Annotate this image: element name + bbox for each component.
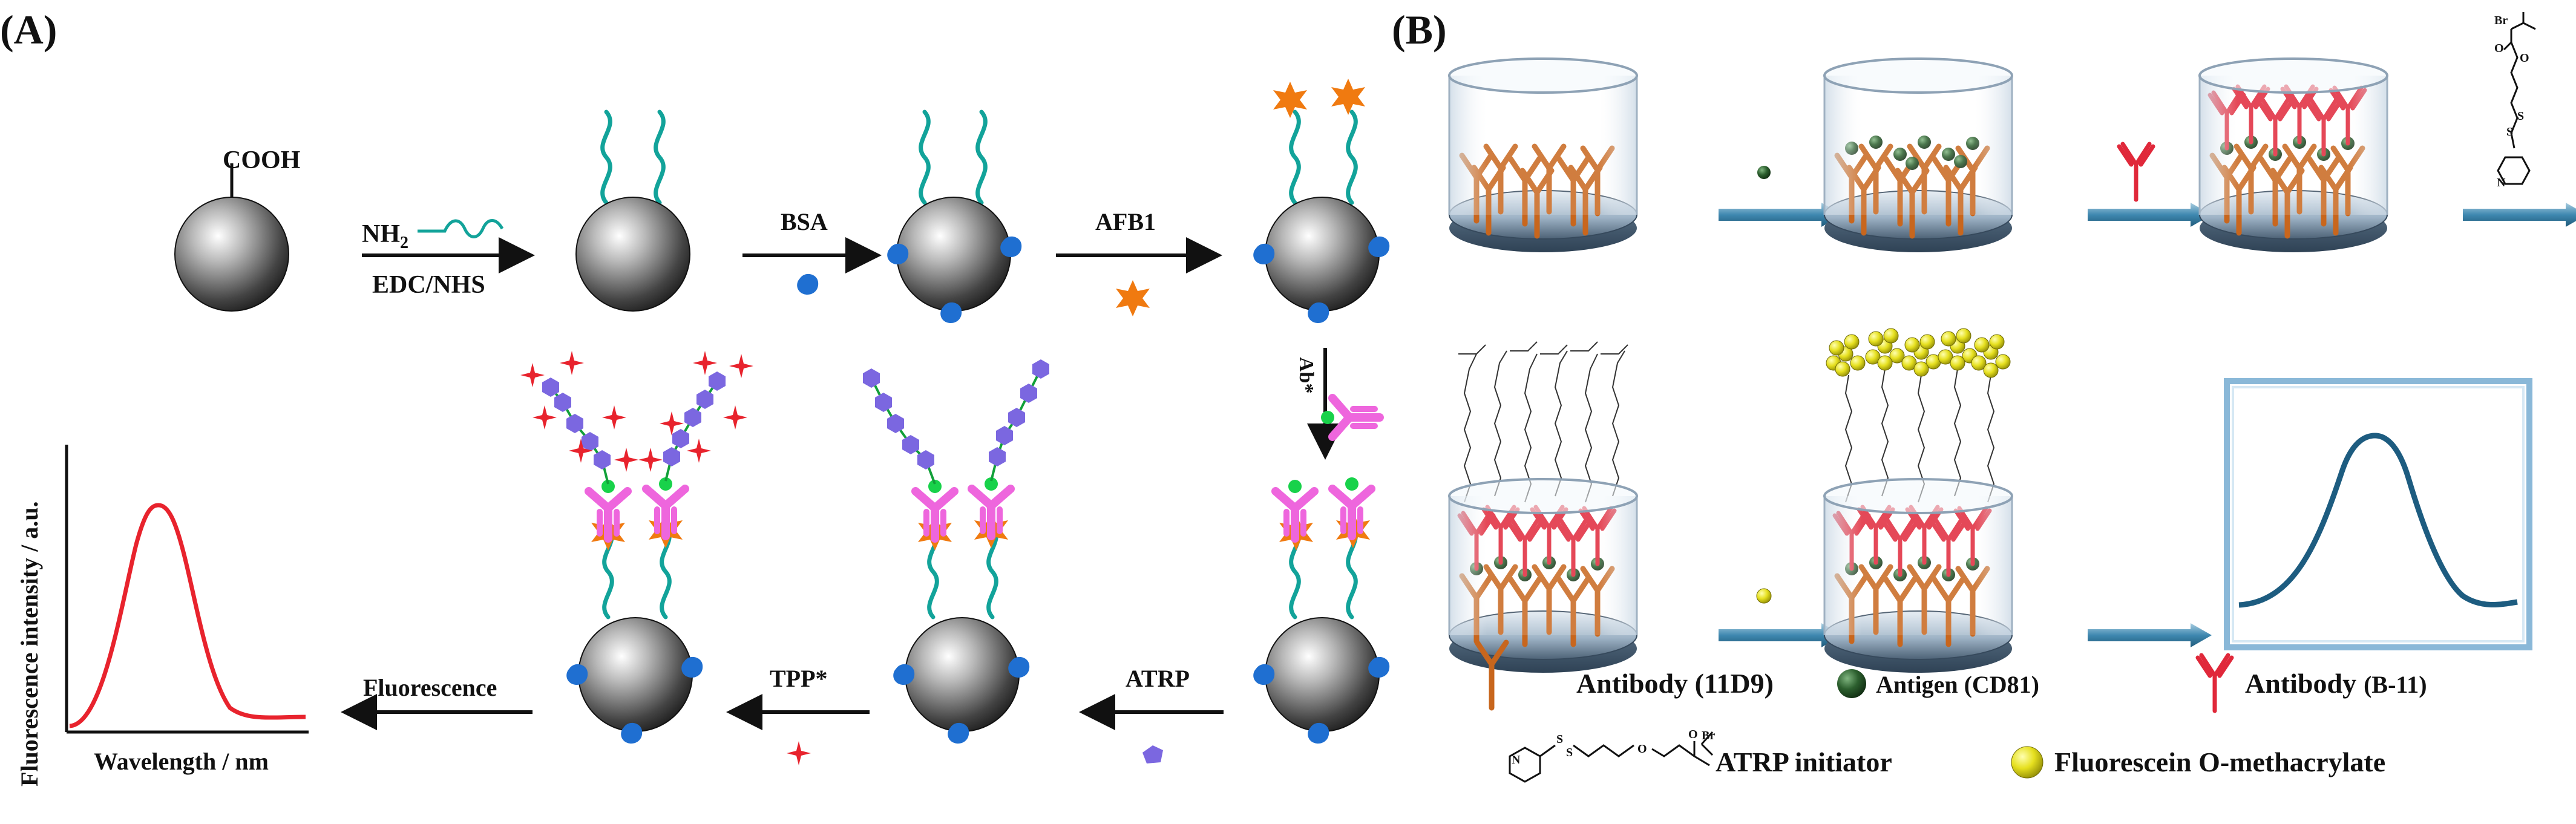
ab-label: Ab* xyxy=(1295,357,1317,393)
svg-text:S: S xyxy=(1556,733,1563,746)
svg-text:N: N xyxy=(1512,753,1521,767)
tpp-label: TPP* xyxy=(770,665,828,692)
svg-text:Antibody(B-11): Antibody(B-11) xyxy=(2245,668,2427,699)
nh2-label: NH2 xyxy=(362,220,408,252)
fluorescein-icon-step xyxy=(1756,588,1772,604)
legend-antibody-11d9: Antibody (11D9) xyxy=(1477,643,1774,708)
arrow-atrp: ATRP xyxy=(1079,665,1224,764)
svg-text:Antibody (11D9): Antibody (11D9) xyxy=(1576,668,1774,699)
legend-antibody-b11: Antibody(B-11) xyxy=(2198,655,2427,711)
svg-text:O: O xyxy=(1688,728,1698,741)
svg-text:Br: Br xyxy=(1702,729,1715,742)
spectrum-plot-b xyxy=(2224,378,2532,650)
spectrum-curve-a xyxy=(69,503,306,728)
arrow-afb1: AFB1 xyxy=(1056,208,1222,316)
arrow-fluorescence: Fluorescence xyxy=(341,674,533,730)
svg-text:O: O xyxy=(1637,742,1647,756)
atrp-label: ATRP xyxy=(1126,665,1190,692)
afb1-bound-bead xyxy=(1253,79,1390,324)
labeled-antibody-icon xyxy=(1321,398,1380,437)
svg-text:Br: Br xyxy=(2494,14,2508,27)
y-axis-label: Fluorescence intensity / a.u. xyxy=(16,502,43,786)
arrow-b5 xyxy=(2088,623,2212,647)
svg-text:S: S xyxy=(2517,110,2524,123)
dna-bead xyxy=(575,112,690,312)
cooh-label: COOH xyxy=(223,146,300,174)
initiator-structure-top: Br O O S S N xyxy=(2494,12,2536,189)
monomer-icon xyxy=(1142,745,1163,764)
arrow-b3 xyxy=(2463,203,2576,227)
well-antigen xyxy=(1823,57,2013,253)
antibody-bound-bead xyxy=(1253,477,1390,744)
bsa-blocked-bead xyxy=(887,112,1022,324)
detection-antibody-icon-step xyxy=(2119,144,2153,200)
well-capture-antibody xyxy=(1448,57,1638,253)
x-axis-label: Wavelength / nm xyxy=(94,748,269,775)
fluorescent-bead xyxy=(520,351,753,744)
svg-text:N: N xyxy=(2497,176,2506,189)
arrow-antibody: Ab* xyxy=(1295,348,1380,460)
amine-dna-glyph xyxy=(418,219,504,238)
spectrum-plot-a: Fluorescence intensity / a.u. Wavelength… xyxy=(16,445,309,786)
spectrum-curve-b xyxy=(2238,433,2518,608)
legend: Antibody (11D9) Antigen (CD81) Antibody(… xyxy=(1477,643,2427,783)
arrow-bsa: BSA xyxy=(742,208,882,295)
arrow-b2 xyxy=(2088,203,2212,227)
legend-fluorescein: Fluorescein O-methacrylate xyxy=(2011,746,2385,779)
legend-antigen-cd81: Antigen (CD81) xyxy=(1837,669,2039,698)
bsa-icon xyxy=(797,273,819,295)
svg-text:S: S xyxy=(1566,746,1573,759)
panel-b-label: (B) xyxy=(1392,7,1447,53)
legend-atrp-initiator: N S S O O Br ATRP initiator xyxy=(1509,728,1892,783)
afb1-label: AFB1 xyxy=(1095,208,1156,235)
panel-a: (A) COOH NH2 EDC/NHS BSA xyxy=(0,7,1390,786)
carboxyl-bead: COOH xyxy=(174,146,300,312)
polymer-bead xyxy=(863,359,1049,744)
edc-nhs-label: EDC/NHS xyxy=(372,271,485,299)
panel-a-label: (A) xyxy=(0,7,57,53)
svg-text:O: O xyxy=(2494,42,2504,55)
tpp-star-icon xyxy=(787,741,811,765)
svg-text:Fluorescein O-methacrylate: Fluorescein O-methacrylate xyxy=(2054,747,2385,777)
fluorescence-label: Fluorescence xyxy=(363,674,497,701)
antigen-icon-step xyxy=(1757,166,1771,179)
arrow-coupling: NH2 EDC/NHS xyxy=(362,219,535,299)
svg-text:S: S xyxy=(2506,125,2513,139)
svg-text:Antigen (CD81): Antigen (CD81) xyxy=(1876,671,2039,698)
well-polymerized xyxy=(1823,328,2013,673)
svg-text:O: O xyxy=(2520,51,2529,65)
well-initiator xyxy=(1448,341,1638,673)
arrow-tpp: TPP* xyxy=(726,665,870,765)
afb1-icon xyxy=(1116,280,1150,316)
well-sandwich xyxy=(2198,57,2388,253)
svg-text:ATRP initiator: ATRP initiator xyxy=(1716,747,1892,777)
bsa-label: BSA xyxy=(781,208,828,235)
panel-b: (B) xyxy=(1392,7,2576,783)
